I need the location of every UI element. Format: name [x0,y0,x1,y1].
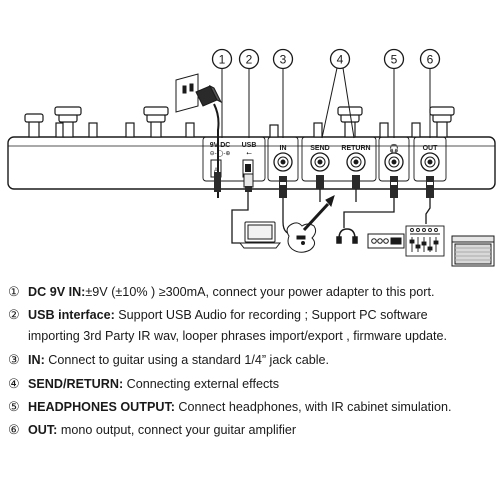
send-plug-icon [316,175,324,189]
headphone-jack-icon [384,152,404,172]
port-label-in: IN [280,145,287,152]
in-plug-icon [279,176,287,198]
wall-outlet-icon [175,73,199,113]
legend-item-out: ⑥ OUT: mono output, connect your guitar a… [8,422,296,438]
knob-3-icon [125,122,135,138]
legend-term: DC 9V IN: [28,285,86,299]
knob-2-icon [88,122,98,138]
amp-head-icon [367,233,405,249]
callout-number: 1 [219,53,226,67]
legend-term: USB interface: [28,308,115,322]
callout-2 [238,48,260,70]
footswitch-row [24,106,455,138]
jack-sockets [273,152,440,172]
footswitch-1-icon [24,113,44,138]
amp-combo-icon [451,235,495,267]
legend-description: Connecting external effects [123,377,280,391]
callout-number: 6 [427,53,434,67]
dc-plug-icon [214,172,221,192]
legend-term: IN: [28,353,45,367]
footswitch-3-icon [143,106,169,138]
knob-6-icon [313,122,323,138]
callouts [221,67,431,139]
callout-number: 5 [391,53,398,67]
in-jack-icon [273,152,293,172]
port-label-out: OUT [423,145,439,152]
port-label-return: RETURN [341,145,370,152]
dc-polarity-icon: ⊖-◯-⊕ [210,150,231,157]
usb-plug-icon [243,173,254,192]
return-plug-icon [352,175,360,189]
headphone-symbol-icon: 🎧 [389,143,399,153]
headphones-icon [336,228,358,244]
power-cable [213,103,220,198]
legend-description: ±9V (±10% ) ≥300mA, connect your power a… [85,285,435,299]
legend-description: Support USB Audio for recording ; Suppor… [114,308,428,322]
svg-text:A: A [214,168,218,174]
send-jack-icon [310,152,330,172]
legend-term: HEADPHONES OUTPUT: [28,400,175,414]
usb-cable [231,192,249,244]
legend-number: ① [8,284,20,299]
knob-7-icon [379,122,389,138]
out-plug-icon [426,176,434,198]
callout-1 [211,48,233,70]
headphone-plug-icon [390,176,398,198]
knob-5-icon [269,124,279,138]
knob-4-icon [185,122,195,138]
legend-number: ② [8,307,20,322]
mixer-icon [405,225,445,257]
callout-4 [329,48,351,70]
legend-description: Connect headphones, with IR cabinet simu… [174,400,452,414]
legend-description: Connect to guitar using a standard 1/4” … [44,353,330,367]
legend-number: ⑤ [8,399,20,414]
return-jack-icon [346,152,366,172]
headphone-cable [343,198,395,228]
port-label-dc: 9V DC [210,142,231,149]
port-label-usb: USB [242,142,257,149]
legend-number: ③ [8,352,20,367]
callout-badges [211,48,441,70]
callout-6 [419,48,441,70]
power-adapter-icon [195,84,223,107]
legend-item-usb-continued: importing 3rd Party IR wav, looper phras… [28,329,448,343]
send-return-cable [319,189,357,202]
knob-8-icon [411,122,421,138]
callout-number: 2 [246,53,253,67]
headphone-plug-ring [391,182,397,185]
guitar-icon [286,195,335,253]
legend-number: ④ [8,376,20,391]
usb-symbol-icon: ⭠ [246,150,252,157]
footswitch-2-icon [54,106,82,138]
out-jack-icon [420,152,440,172]
legend-item-send-return: ④ SEND/RETURN: Connecting external effect… [8,376,279,392]
legend-item-dc: ① DC 9V IN:±9V (±10% ) ≥300mA, connect yo… [8,284,434,300]
legend-item-in: ③ IN: Connect to guitar using a standard … [8,352,329,368]
in-plug-ring [280,182,286,185]
callout-3 [272,48,294,70]
footswitch-5-icon [429,106,455,138]
callout-number: 4 [337,53,344,67]
out-cable [425,198,431,224]
legend-description: mono output, connect your guitar amplifi… [57,423,297,437]
legend-item-usb: ② USB interface: Support USB Audio for re… [8,307,428,323]
legend-term: SEND/RETURN: [28,377,124,391]
legend-number: ⑥ [8,422,20,437]
port-label-send: SEND [310,145,329,152]
legend-term: OUT: [28,423,58,437]
legend-item-headphones: ⑤ HEADPHONES OUTPUT: Connect headphones, … [8,399,451,415]
callout-number: 3 [280,53,287,67]
laptop-icon [238,221,282,249]
connection-diagram: A 9V DC ⊖-◯-⊕ USB ⭠ IN SEND RETURN 🎧 OUT [7,48,496,267]
out-plug-ring [427,182,433,185]
callout-5 [383,48,405,70]
